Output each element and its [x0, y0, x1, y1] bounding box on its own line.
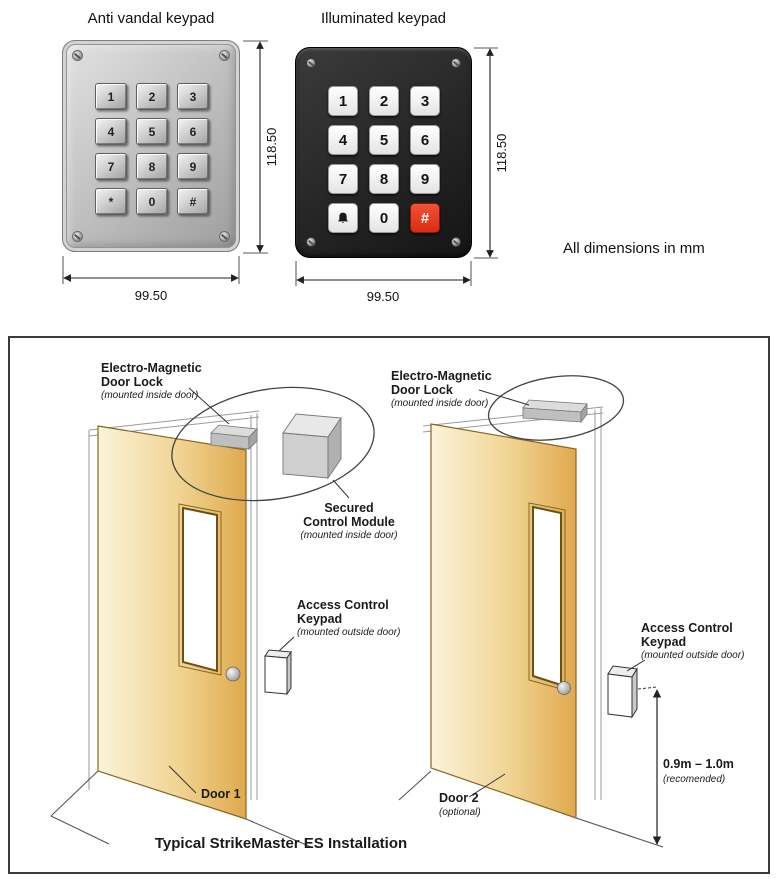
units-note: All dimensions in mm [563, 240, 705, 257]
keypad-key: 2 [136, 83, 168, 110]
reference-dashed-line [637, 686, 658, 690]
control-module [282, 413, 342, 480]
screw-icon [219, 50, 230, 61]
door1-lock-label: Electro-Magnetic [101, 361, 202, 375]
dimension-lines: 118.50 99.50 118.50 99.50 [62, 40, 509, 304]
screw-icon [72, 50, 83, 61]
door1-access-keypad [264, 649, 292, 696]
door2-callout-ellipse [487, 375, 625, 441]
door1-floor-lines [50, 770, 312, 848]
bell-icon [338, 212, 348, 223]
door2-name-sublabel: (optional) [439, 807, 481, 818]
door2-lock-label: Electro-Magnetic [391, 369, 492, 383]
door1-keypad-label: Access Control [297, 598, 389, 612]
door1-window-frame [178, 503, 222, 676]
door2 [430, 423, 577, 819]
door1-knob [225, 666, 241, 682]
door2-knob [557, 681, 571, 695]
leader-line [168, 765, 197, 794]
door1-lock-sublabel: (mounted inside door) [101, 390, 198, 401]
keypad-key: 1 [95, 83, 127, 110]
keypad-key: 5 [136, 118, 168, 145]
right-keypad-height-dim: 118.50 [494, 134, 509, 173]
leader-line [332, 479, 350, 499]
screw-icon [72, 231, 83, 242]
leader-line [626, 659, 646, 672]
keypad-key-star: * [95, 188, 127, 215]
door2-keypad-sublabel: (mounted outside door) [641, 650, 744, 661]
keypad-key: 3 [177, 83, 209, 110]
door1-callout-ellipse [171, 386, 375, 502]
right-keypad-width-dim: 99.50 [367, 289, 400, 304]
door1-frame [88, 410, 260, 800]
illuminated-keypad: 1 2 3 4 5 6 7 8 9 0 # [295, 47, 472, 258]
mount-height-label: 0.9m – 1.0m [663, 757, 734, 771]
keypad-key: 4 [95, 118, 127, 145]
left-keypad-height-dim: 118.50 [264, 128, 279, 167]
door2-maglock [522, 399, 588, 424]
module-sublabel: (mounted inside door) [300, 530, 397, 541]
left-keypad-width-dim: 99.50 [135, 288, 168, 303]
illuminated-key-grid: 1 2 3 4 5 6 7 8 9 0 # [328, 86, 440, 233]
illuminated-keypad-title: Illuminated keypad [320, 10, 447, 27]
keypad-key: 5 [369, 125, 399, 155]
keypad-key: 9 [177, 153, 209, 180]
module-label: Control Module [303, 515, 395, 529]
keypad-key: 6 [410, 125, 440, 155]
keypad-key: 8 [369, 164, 399, 194]
keypad-key: 6 [177, 118, 209, 145]
door2-floor-lines [398, 770, 664, 848]
diagram-caption: Typical StrikeMaster ES Installation [155, 835, 407, 852]
keypad-key-bell [328, 203, 358, 233]
screw-icon [306, 58, 316, 68]
keypad-key: 8 [136, 153, 168, 180]
door2-access-keypad [607, 665, 638, 719]
keypad-key: 3 [410, 86, 440, 116]
screw-icon [451, 58, 461, 68]
door2-name: Door 2 [439, 791, 479, 805]
anti-vandal-key-grid: 1 2 3 4 5 6 7 8 9 * 0 # [95, 83, 209, 215]
keypad-key: 2 [369, 86, 399, 116]
door1-panel [97, 425, 247, 820]
screw-icon [219, 231, 230, 242]
door1 [97, 425, 247, 820]
door2-keypad-label: Keypad [641, 635, 686, 649]
leader-line [468, 773, 506, 798]
door2-lock-sublabel: (mounted inside door) [391, 398, 488, 409]
keypad-key: 1 [328, 86, 358, 116]
door1-maglock [210, 424, 258, 450]
door1-name: Door 1 [201, 787, 241, 801]
anti-vandal-keypad-title: Anti vandal keypad [87, 10, 215, 27]
leader-line [478, 389, 530, 406]
keypad-key: 0 [369, 203, 399, 233]
door1-lock-label: Door Lock [101, 375, 163, 389]
door1-keypad-sublabel: (mounted outside door) [297, 627, 400, 638]
keypad-key: 9 [410, 164, 440, 194]
keypad-key: 0 [136, 188, 168, 215]
door1-window [182, 506, 218, 673]
mount-height-sublabel: (recomended) [663, 774, 725, 785]
door2-window [532, 505, 562, 687]
installation-diagram-svg: Electro-Magnetic Door Lock (mounted insi… [50, 361, 744, 852]
keypad-key-hash: # [410, 203, 440, 233]
keypad-key: 4 [328, 125, 358, 155]
leader-line [188, 387, 230, 425]
screw-icon [451, 237, 461, 247]
door2-keypad-label: Access Control [641, 621, 733, 635]
screw-icon [306, 237, 316, 247]
keypad-key: 7 [328, 164, 358, 194]
installation-diagram: Electro-Magnetic Door Lock (mounted insi… [8, 336, 770, 874]
door2-lock-label: Door Lock [391, 383, 453, 397]
leader-line [278, 636, 295, 652]
keypad-key: 7 [95, 153, 127, 180]
door1-keypad-label: Keypad [297, 612, 342, 626]
module-label: Secured [324, 501, 373, 515]
anti-vandal-keypad: 1 2 3 4 5 6 7 8 9 * 0 # [62, 40, 240, 252]
keypad-key-hash: # [177, 188, 209, 215]
